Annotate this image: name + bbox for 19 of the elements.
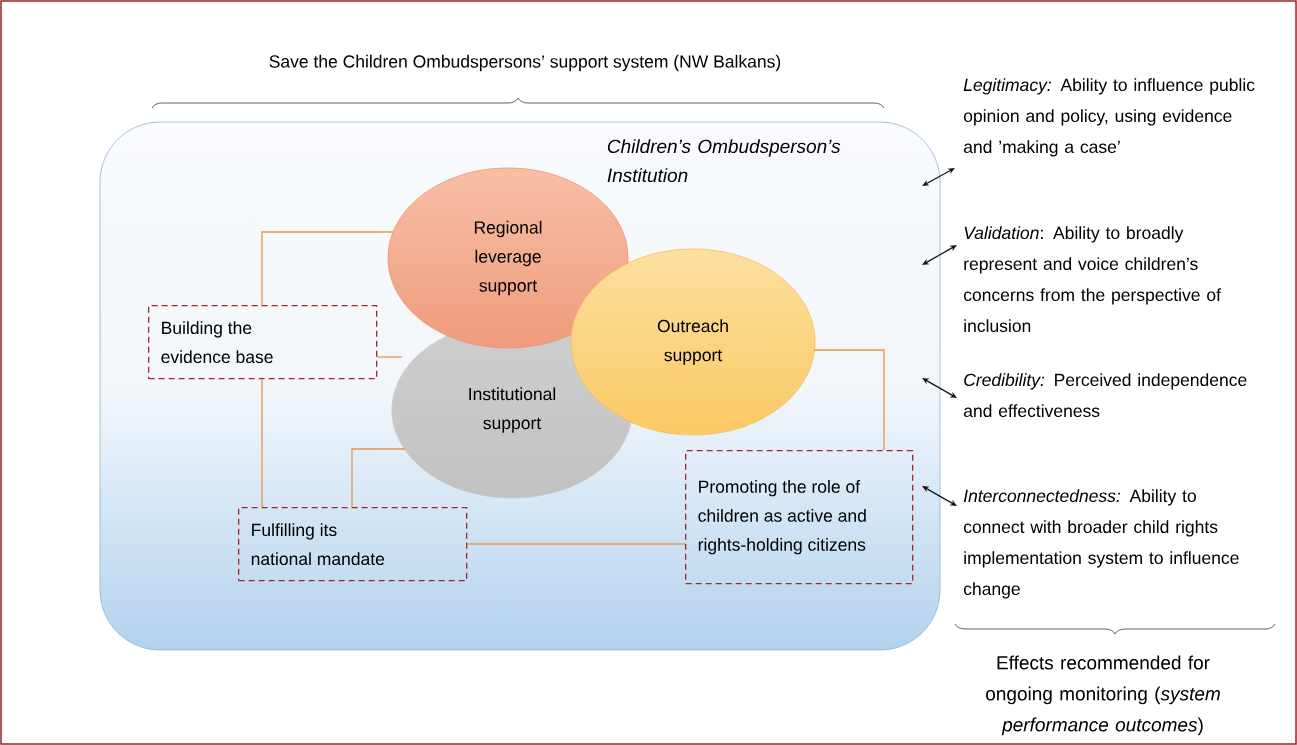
dashed-box: Building the evidence base xyxy=(148,305,378,380)
connector-line xyxy=(466,543,686,545)
connector-line xyxy=(351,448,406,508)
connector-line xyxy=(261,231,394,306)
double-arrow xyxy=(922,378,957,398)
effect-description: Validation: Ability to broadly represent and voice children’s concerns from the perspective of inclusion xyxy=(963,226,1221,333)
effect-description: Legitimacy: Ability to influence public opinion and policy, using evidence and ’making a case’ xyxy=(963,78,1255,157)
dashed-box: Promoting the role of children as active and rights-holding citizens xyxy=(685,450,914,585)
connector-line xyxy=(813,349,885,451)
connector-line xyxy=(376,356,403,358)
effect-description: Credibility: Perceived independence and effectiveness xyxy=(963,373,1247,418)
double-arrow xyxy=(922,245,957,265)
title: Save the Children Ombudspersons’ support system (NW Balkans) xyxy=(269,54,781,72)
effect-description: Interconnectedness: Ability to connect with broader child rights implementation system to influence change xyxy=(963,489,1239,599)
double-arrow xyxy=(922,486,957,506)
double-arrow xyxy=(922,168,955,186)
connector-line xyxy=(261,378,263,508)
dashed-box: Fulfilling its national mandate xyxy=(238,507,468,582)
caption: Effects recommended for ongoing monitoring (system performance outcomes) xyxy=(986,655,1220,736)
